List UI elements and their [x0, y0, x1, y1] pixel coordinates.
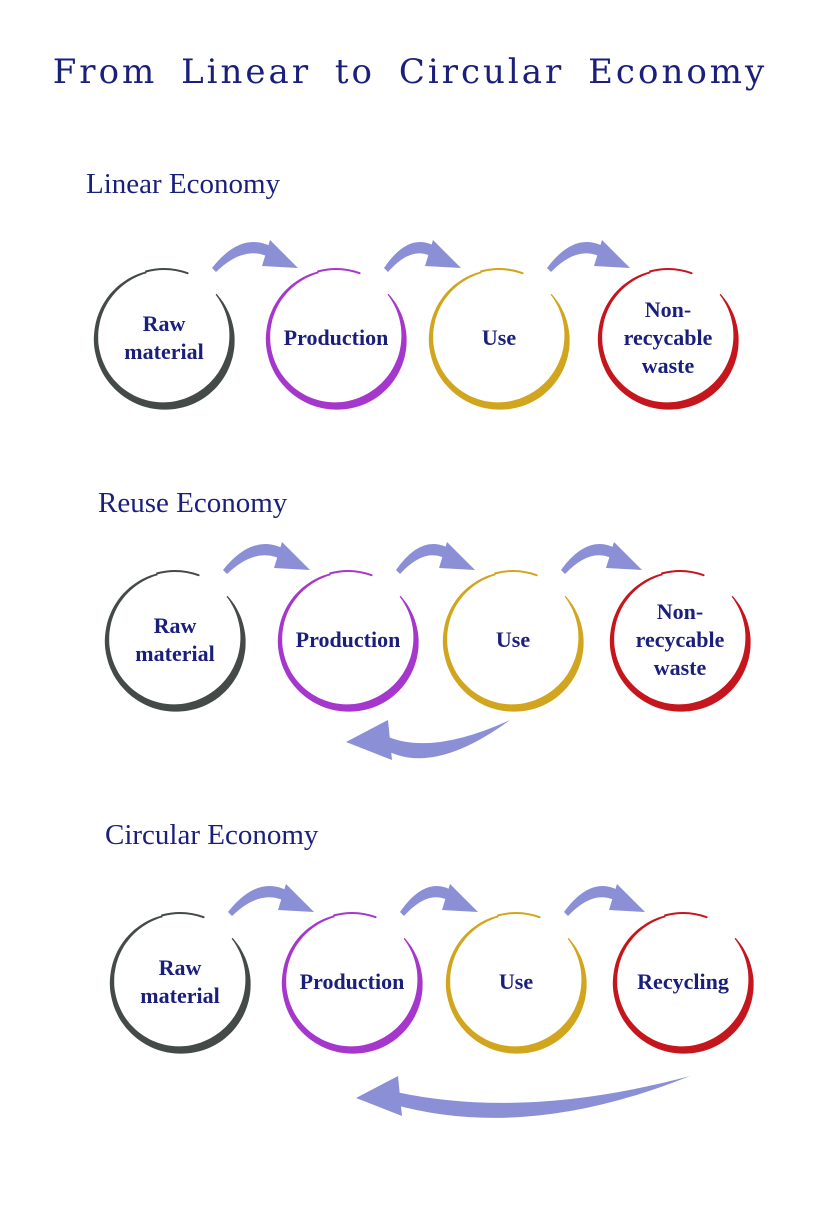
circle-use [442, 570, 584, 712]
node-use: Use [442, 570, 584, 712]
section-2-diagram: Raw material Production Use Recycling [109, 884, 754, 1054]
node-label-raw-material: Raw [154, 613, 197, 638]
section-circular: Circular Economy [105, 819, 319, 851]
node-raw-material: Raw material [109, 912, 251, 1054]
node-use: Use [445, 912, 587, 1054]
arrow-recycling-return [356, 1076, 690, 1118]
arrow-forward [384, 240, 461, 272]
circle-raw-material [104, 570, 246, 712]
node-raw-material: Raw material [104, 570, 246, 712]
circle-raw-material [109, 912, 251, 1054]
node-label-production: Production [284, 325, 389, 350]
arrow-forward [212, 240, 298, 272]
node-label-use: Use [499, 969, 533, 994]
circle-end [597, 268, 739, 410]
node-label-use: Use [496, 627, 530, 652]
node-production: Production [265, 268, 407, 410]
node-label-end: Recycling [637, 969, 729, 994]
node-label-end: Non- [657, 599, 703, 624]
node-label-raw-material: material [140, 983, 219, 1008]
circle-end [612, 912, 754, 1054]
node-label-end: Non- [645, 297, 691, 322]
node-label-production: Production [296, 627, 401, 652]
node-production: Production [277, 570, 419, 712]
node-label-end: waste [654, 655, 707, 680]
node-label-end: recycable [636, 627, 725, 652]
page-title: From Linear to Circular Economy [53, 52, 768, 92]
node-production: Production [281, 912, 423, 1054]
section-title-circular: Circular Economy [105, 819, 319, 851]
arrow-forward [228, 884, 314, 916]
section-title-linear: Linear Economy [86, 168, 281, 200]
node-end: Recycling [612, 912, 754, 1054]
circle-production [265, 268, 407, 410]
arrow-forward [547, 240, 630, 272]
section-title-reuse: Reuse Economy [98, 487, 288, 519]
arrow-forward [400, 884, 478, 916]
node-label-end: recycable [624, 325, 713, 350]
node-label-raw-material: material [124, 339, 203, 364]
arrow-forward [396, 542, 475, 574]
circle-end [609, 570, 751, 712]
node-label-use: Use [482, 325, 516, 350]
circle-use [428, 268, 570, 410]
node-label-production: Production [300, 969, 405, 994]
arrow-forward [223, 542, 310, 574]
section-linear: Linear Economy [86, 168, 281, 200]
section-reuse: Reuse Economy [98, 487, 288, 519]
arrow-forward [564, 884, 645, 916]
circle-production [277, 570, 419, 712]
node-raw-material: Raw material [93, 268, 235, 410]
section-0-diagram: Raw material Production Use Non-recycable was… [93, 240, 739, 410]
circle-use [445, 912, 587, 1054]
arrow-reuse-return [346, 720, 510, 760]
node-label-raw-material: material [135, 641, 214, 666]
arrow-forward [561, 542, 642, 574]
node-label-raw-material: Raw [143, 311, 186, 336]
node-label-end: waste [642, 353, 695, 378]
node-end: Non-recycable waste [597, 268, 739, 410]
node-use: Use [428, 268, 570, 410]
node-end: Non-recycable waste [609, 570, 751, 712]
section-1-diagram: Raw material Production Use Non-recycable was… [104, 542, 751, 712]
circle-raw-material [93, 268, 235, 410]
node-label-raw-material: Raw [159, 955, 202, 980]
circle-production [281, 912, 423, 1054]
